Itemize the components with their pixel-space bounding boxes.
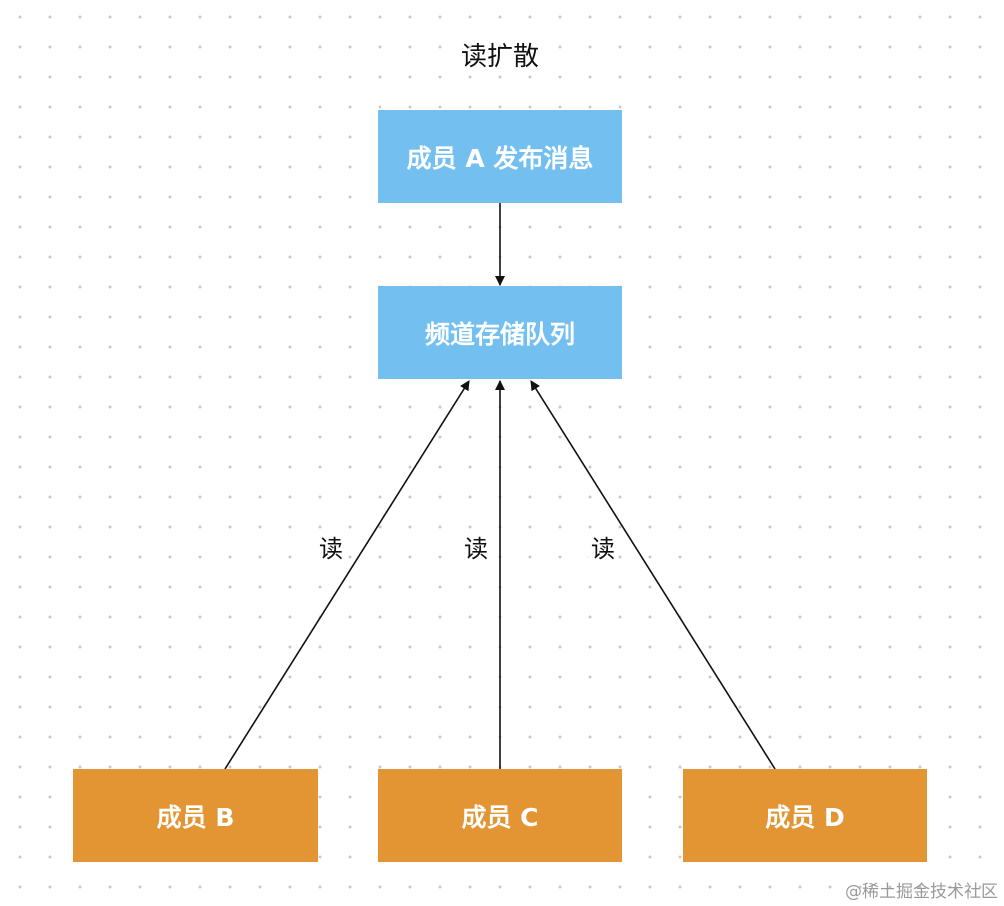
member-c-node[interactable]: 成员 C bbox=[378, 769, 622, 862]
publisher-node[interactable]: 成员 A 发布消息 bbox=[378, 110, 622, 203]
diagram-title: 读扩散 bbox=[460, 42, 539, 72]
member-c-node-label: 成员 C bbox=[461, 802, 539, 832]
member-b-node-label: 成员 B bbox=[156, 802, 235, 832]
edge-member-b-to-queue bbox=[224, 380, 470, 770]
channel-queue-node[interactable]: 频道存储队列 bbox=[378, 286, 622, 379]
member-d-node[interactable]: 成员 D bbox=[683, 769, 927, 862]
watermark: @稀土掘金技术社区 bbox=[845, 882, 998, 902]
edge-label-member-c: 读 bbox=[462, 534, 490, 564]
edge-label-member-b: 读 bbox=[317, 534, 345, 564]
member-d-node-label: 成员 D bbox=[765, 802, 845, 832]
edge-member-d-to-queue bbox=[530, 380, 776, 770]
publisher-node-label: 成员 A 发布消息 bbox=[406, 143, 594, 173]
edge-label-member-d: 读 bbox=[589, 534, 617, 564]
member-b-node[interactable]: 成员 B bbox=[73, 769, 318, 862]
channel-queue-node-label: 频道存储队列 bbox=[424, 319, 575, 349]
